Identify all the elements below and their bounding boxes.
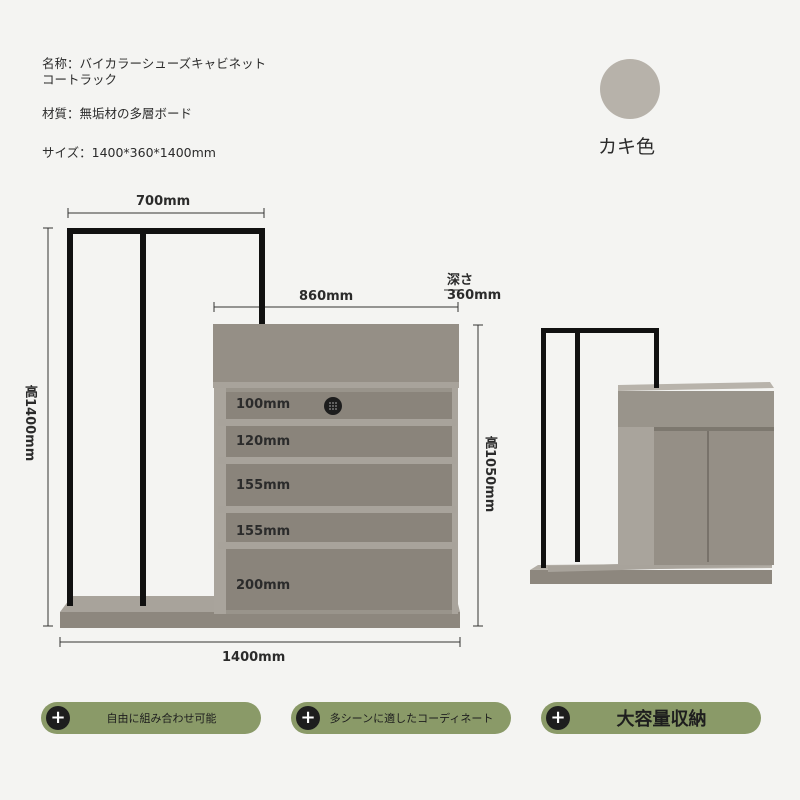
shelf-label-2: 120mm: [236, 434, 291, 449]
shelf-label-5: 200mm: [236, 578, 291, 593]
feature-pill-2: + 多シーンに適したコーディネート: [291, 702, 511, 734]
depth-label: 深さ 360mm: [447, 273, 501, 303]
plus-icon: +: [46, 706, 70, 730]
spec-size: サイズ：1400*360*1400mm: [42, 145, 216, 160]
feature-label-3: 大容量収納: [616, 709, 707, 730]
spec-material: 材質：無垢材の多層ボード: [42, 106, 193, 121]
spec-name-line1: 名称：バイカラーシューズキャビネット: [42, 56, 267, 71]
dimension-lines: [43, 208, 483, 647]
shelves: [218, 419, 456, 549]
persp-base: [530, 570, 772, 584]
cabinet-width-label: 860mm: [299, 289, 354, 304]
feature-pill-3: + 大容量収納: [541, 702, 761, 734]
cabinet-height-label: 高1050mm: [482, 436, 497, 513]
coat-rack-frame: [67, 228, 265, 606]
swatch-label: カキ色: [598, 136, 656, 158]
total-height-label: 高1400mm: [22, 385, 37, 462]
shoe-cabinet: [213, 324, 459, 614]
feature-label-2: 多シーンに適したコーディネート: [329, 712, 494, 725]
spec-name-line2: コートラック: [42, 72, 118, 87]
spec-name: 名称：バイカラーシューズキャビネット コートラック: [42, 56, 266, 88]
total-width-label: 1400mm: [222, 650, 286, 665]
shelf-label-4: 155mm: [236, 524, 291, 539]
shelf-label-3: 155mm: [236, 478, 291, 493]
depth-value: 360mm: [447, 288, 502, 303]
depth-title: 深さ: [447, 273, 474, 288]
persp-rack-frame: [541, 328, 659, 568]
plus-icon: +: [296, 706, 320, 730]
rack-width-label: 700mm: [136, 194, 191, 209]
persp-top-box: [618, 391, 774, 427]
plus-icon: +: [546, 706, 570, 730]
perspective-view: [530, 328, 774, 584]
base-platform-front: [60, 612, 460, 628]
shelf-label-1: 100mm: [236, 397, 291, 412]
color-swatch: [600, 59, 660, 119]
feature-pill-1: + 自由に組み合わせ可能: [41, 702, 261, 734]
cabinet-interior: [226, 392, 452, 610]
cabinet-top-box: [213, 324, 459, 382]
feature-label-1: 自由に組み合わせ可能: [106, 712, 217, 725]
